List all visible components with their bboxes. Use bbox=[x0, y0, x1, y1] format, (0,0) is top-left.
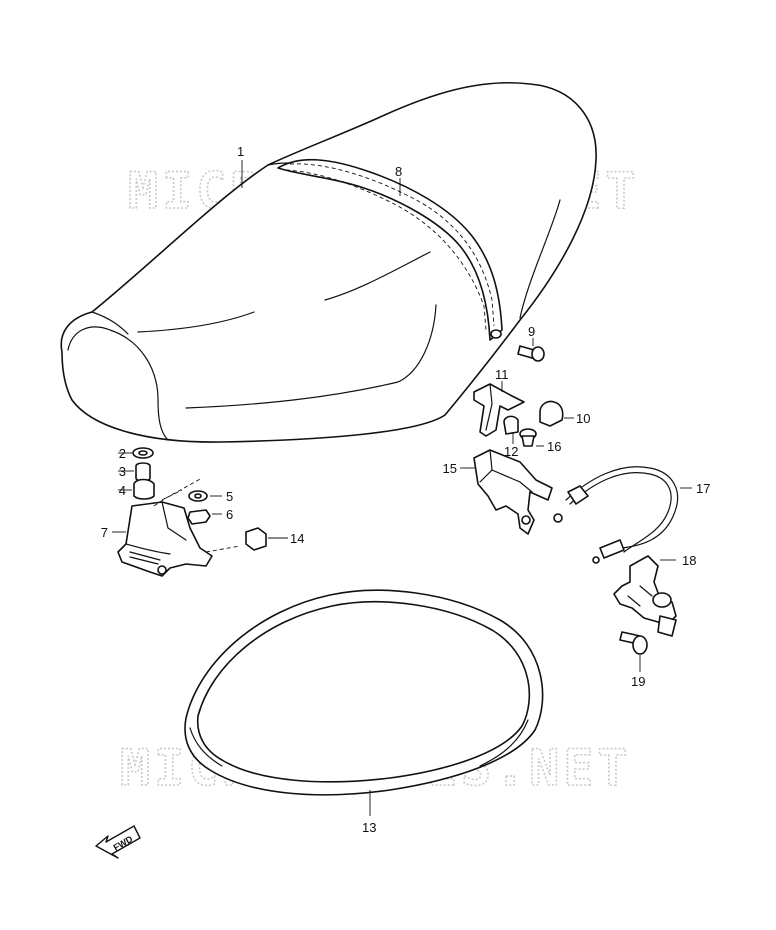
callout-12: 12 bbox=[504, 444, 518, 459]
part-5-washer[interactable] bbox=[188, 490, 208, 502]
part-10-nut[interactable] bbox=[539, 400, 564, 427]
part-12-washer[interactable] bbox=[503, 415, 519, 435]
part-18-seat-lock[interactable] bbox=[613, 555, 677, 637]
callout-5: 5 bbox=[226, 489, 233, 504]
callout-3: 3 bbox=[119, 464, 126, 479]
part-7-bracket[interactable] bbox=[117, 501, 213, 577]
callout-16: 16 bbox=[547, 439, 561, 454]
part-9-bolt[interactable] bbox=[517, 345, 545, 362]
callout-7: 7 bbox=[101, 525, 108, 540]
fwd-arrow-icon: FWD bbox=[95, 825, 141, 859]
part-17-cable[interactable] bbox=[553, 466, 679, 564]
seat-belt[interactable] bbox=[277, 158, 503, 341]
part-11-bracket[interactable] bbox=[473, 383, 525, 437]
part-15-lock-bracket[interactable] bbox=[473, 449, 553, 535]
part-2-washer[interactable] bbox=[132, 447, 154, 459]
part-14-nut[interactable] bbox=[245, 527, 267, 551]
part-19-bolt[interactable] bbox=[619, 631, 648, 655]
callout-8: 8 bbox=[395, 164, 402, 179]
callout-19: 19 bbox=[631, 674, 645, 689]
callout-14: 14 bbox=[290, 531, 304, 546]
callout-6: 6 bbox=[226, 507, 233, 522]
part-6-nut[interactable] bbox=[187, 509, 211, 525]
callout-11: 11 bbox=[495, 367, 509, 382]
part-16-bolt[interactable] bbox=[519, 428, 537, 447]
callout-4: 4 bbox=[119, 483, 126, 498]
part-4-cushion[interactable] bbox=[133, 478, 155, 500]
seat[interactable] bbox=[60, 81, 597, 443]
callout-9: 9 bbox=[528, 324, 535, 339]
callout-10: 10 bbox=[576, 411, 590, 426]
callout-17: 17 bbox=[696, 481, 710, 496]
callout-18: 18 bbox=[682, 553, 696, 568]
seal[interactable] bbox=[184, 589, 544, 796]
callout-1: 1 bbox=[237, 144, 244, 159]
part-3-collar[interactable] bbox=[135, 462, 151, 482]
callout-2: 2 bbox=[119, 446, 126, 461]
callout-15: 15 bbox=[443, 461, 457, 476]
callout-13: 13 bbox=[362, 820, 376, 835]
